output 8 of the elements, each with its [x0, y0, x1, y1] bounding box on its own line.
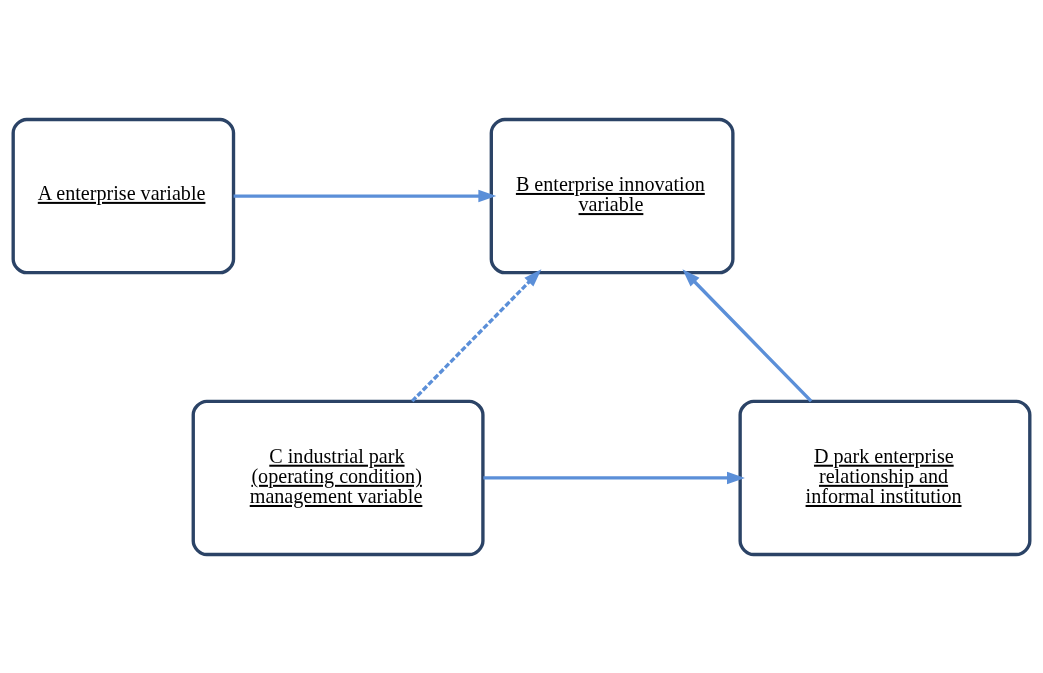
node-box: D park enterprise relationship and informal institution	[738, 399, 1032, 556]
node-box: C industrial park (operating condition) management variable	[191, 399, 485, 556]
arrow	[483, 471, 745, 484]
arrow	[411, 268, 542, 402]
arrow	[233, 189, 497, 202]
arrow	[682, 268, 813, 402]
node-box: A enterprise variable	[11, 117, 236, 274]
node-box: B enterprise innovation variable	[489, 117, 735, 274]
